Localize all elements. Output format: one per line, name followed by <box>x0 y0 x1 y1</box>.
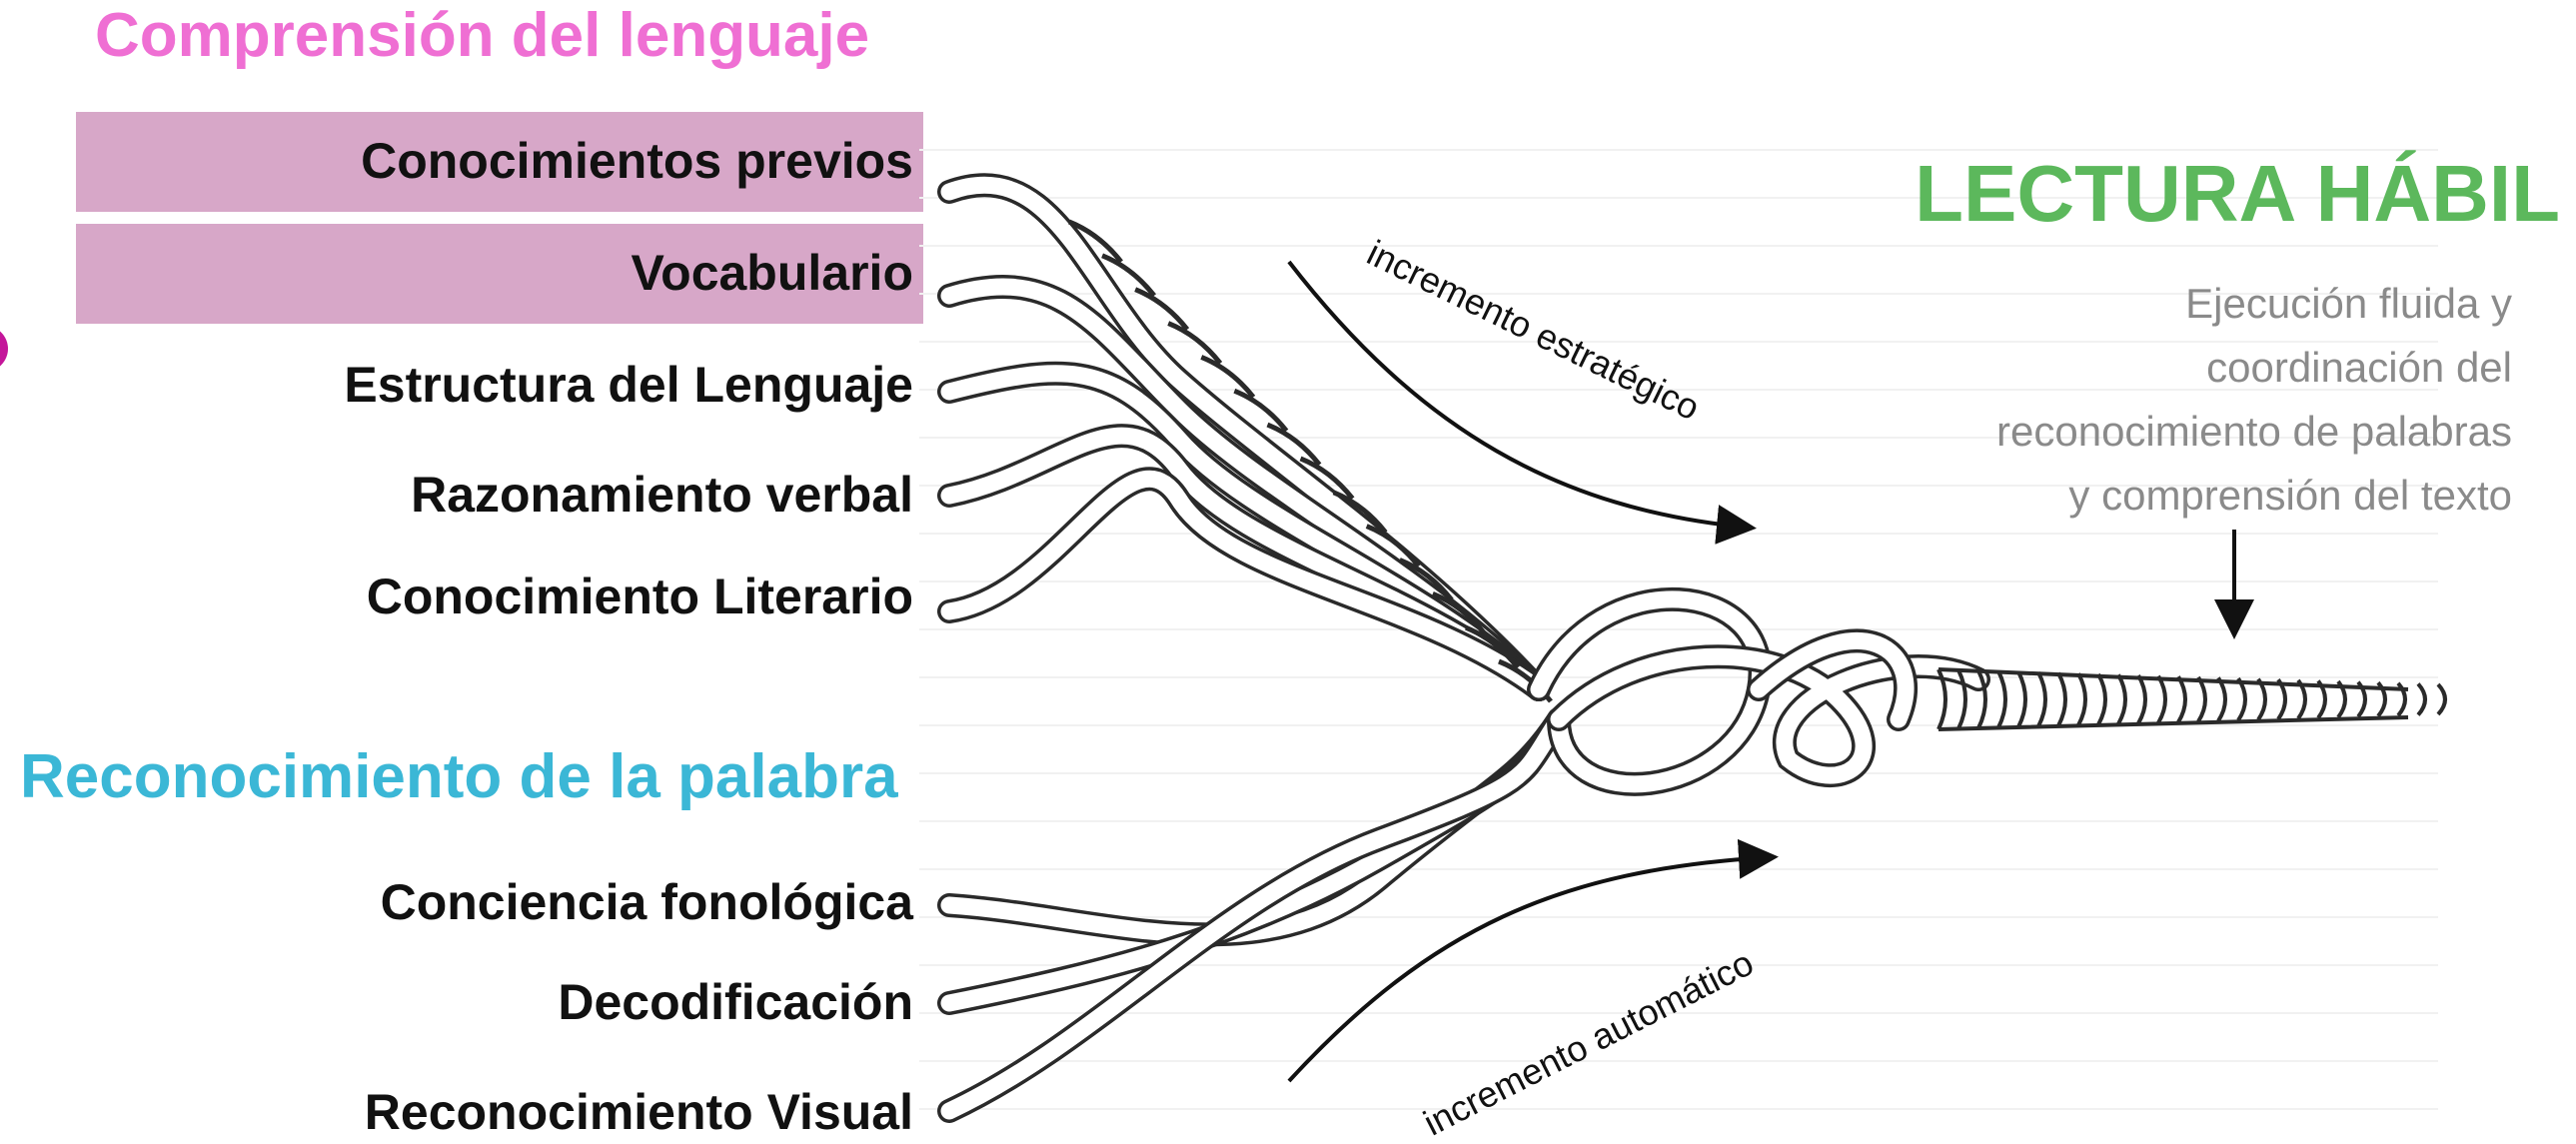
strand-label-conocimientos-previos: Conocimientos previos <box>361 132 913 190</box>
lectura-habil-title: LECTURA HÁBIL <box>1915 148 2560 240</box>
rope-twist <box>2438 684 2445 714</box>
rope-twist <box>2118 674 2125 723</box>
description-line: Ejecución fluida y <box>1813 272 2512 336</box>
rope-twist <box>2158 676 2165 723</box>
description-line: reconocimiento de palabras <box>1813 400 2512 464</box>
strand-label-reconocimiento-visual: Reconocimiento Visual <box>365 1083 913 1141</box>
lectura-habil-description: Ejecución fluida y coordinación del reco… <box>1813 272 2512 528</box>
rope-twist <box>1998 671 2005 727</box>
strand-label-conocimiento-literario: Conocimiento Literario <box>367 568 913 625</box>
reconocimiento-title: Reconocimiento de la palabra <box>20 741 898 812</box>
strand-label-razonamiento-verbal: Razonamiento verbal <box>411 466 913 524</box>
rope-twist <box>2038 672 2045 726</box>
lower-strand <box>949 719 1559 1003</box>
rope-twist <box>2018 671 2025 726</box>
rope-twist <box>2198 677 2205 721</box>
description-line: coordinación del <box>1813 336 2512 400</box>
description-line: y comprensión del texto <box>1813 464 2512 528</box>
rope-twist <box>2058 673 2065 726</box>
rope-twist <box>2078 673 2085 725</box>
rope-twist <box>2178 676 2185 722</box>
rope-twist <box>2098 674 2105 724</box>
rope-twist <box>2418 683 2425 714</box>
lower-strand-fill <box>949 719 1559 1003</box>
braid-twist <box>1168 324 1220 364</box>
comprension-title: Comprensión del lenguaje <box>95 0 869 71</box>
strand-label-conciencia-fonologica: Conciencia fonológica <box>381 873 913 931</box>
rope-twist <box>2238 678 2245 720</box>
rope-twist <box>2218 677 2225 720</box>
strand-label-vocabulario: Vocabulario <box>632 244 913 302</box>
strand-label-estructura-lenguaje: Estructura del Lenguaje <box>344 356 913 414</box>
rope-twist <box>2138 675 2145 723</box>
strand-label-decodificacion: Decodificación <box>558 973 913 1031</box>
